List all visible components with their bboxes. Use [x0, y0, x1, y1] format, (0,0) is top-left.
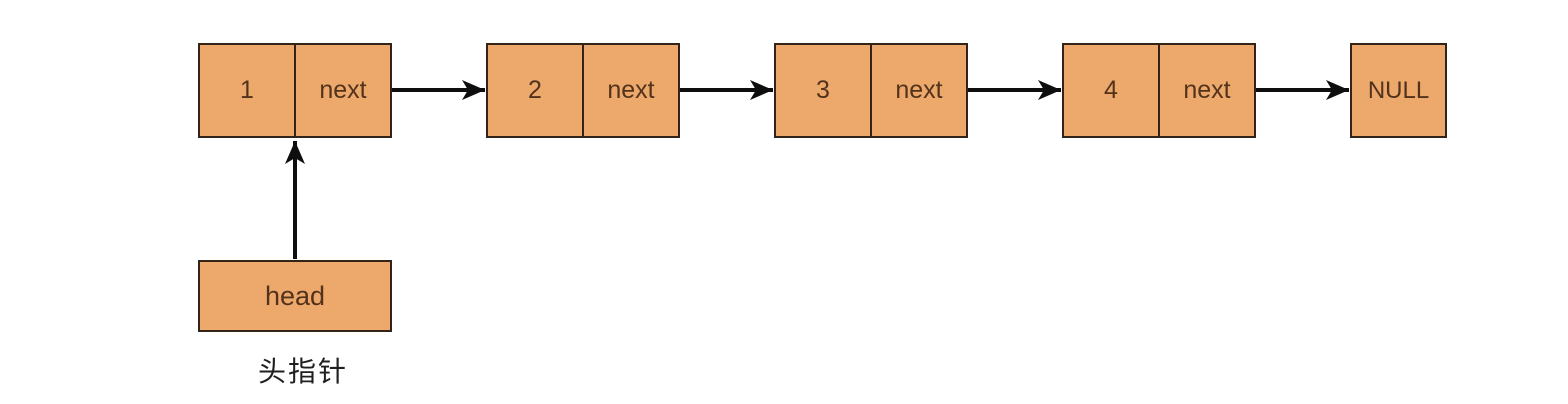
- head-label: head: [264, 280, 326, 311]
- node-value-cell: 1: [200, 45, 296, 136]
- node-pointer-cell: next: [895, 76, 943, 104]
- node-box: 4 next: [1062, 43, 1256, 138]
- null-terminator-box: NULL: [1350, 43, 1447, 138]
- node-value-cell: 2: [488, 45, 584, 136]
- node-box: 2 next: [486, 43, 680, 138]
- node-value-cell: 3: [776, 45, 872, 136]
- node-pointer-cell: next: [1183, 76, 1231, 104]
- node-value-cell: 4: [1064, 45, 1160, 136]
- node-pointer-cell: next: [607, 76, 655, 104]
- node-pointer-cell: next: [319, 76, 367, 104]
- node-box: 3 next: [774, 43, 968, 138]
- node-box: 1 next: [198, 43, 392, 138]
- head-caption: 头指针: [257, 356, 348, 387]
- head-pointer-box: head: [198, 260, 392, 332]
